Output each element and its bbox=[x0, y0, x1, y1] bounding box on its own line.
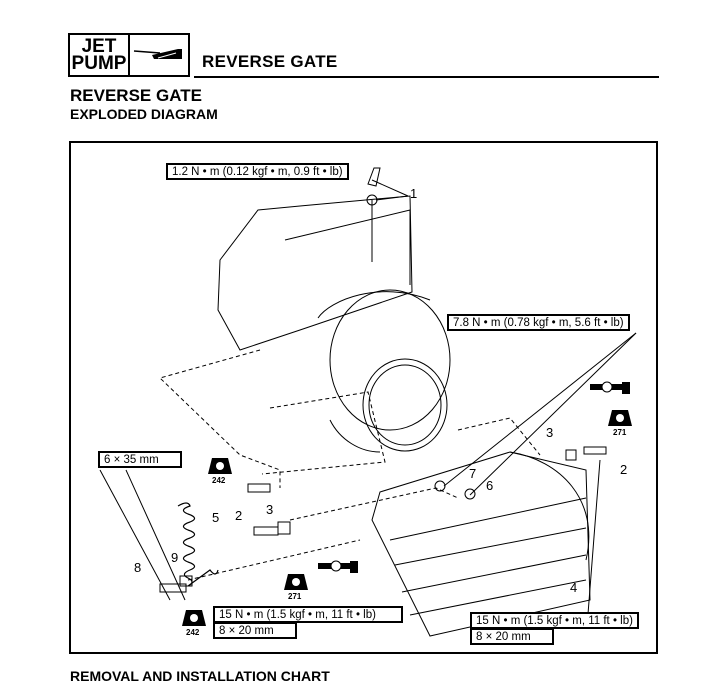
grease-a-icon-right bbox=[590, 381, 630, 394]
callout-3-right: 3 bbox=[546, 425, 554, 440]
header-title: REVERSE GATE bbox=[202, 52, 338, 71]
lt-271-icon-lower bbox=[284, 574, 308, 590]
bolt-size-8x20-right: 8 × 20 mm bbox=[470, 628, 554, 645]
section-title: REVERSE GATE bbox=[70, 86, 202, 105]
jet-pump-logo: JET PUMP bbox=[68, 33, 190, 77]
callout-1: 1 bbox=[410, 186, 418, 201]
callout-2-right: 2 bbox=[620, 462, 628, 477]
callout-2-left: 2 bbox=[235, 508, 243, 523]
lt-242-icon-lower bbox=[182, 610, 206, 626]
jet-pump-icon bbox=[130, 35, 188, 75]
callout-4: 4 bbox=[570, 580, 578, 595]
lt-242-label-upper: 242 bbox=[212, 476, 226, 485]
lt-271-label-lower: 271 bbox=[288, 592, 302, 601]
lt-271-icon-right bbox=[608, 410, 632, 426]
callout-7: 7 bbox=[469, 466, 477, 481]
grease-a-icon-lower bbox=[318, 560, 358, 573]
callout-8: 8 bbox=[134, 560, 142, 575]
leader-line bbox=[371, 179, 409, 197]
bolt-size-8x20-left: 8 × 20 mm bbox=[213, 622, 297, 639]
logo-text: JET PUMP bbox=[70, 35, 130, 75]
lt-242-icon-upper bbox=[208, 458, 232, 474]
leader-line bbox=[469, 332, 637, 496]
section-subtitle: EXPLODED DIAGRAM bbox=[70, 106, 218, 122]
leader-line bbox=[125, 469, 186, 601]
diagram-frame bbox=[69, 141, 658, 654]
lt-242-label-lower: 242 bbox=[186, 628, 200, 637]
callout-5: 5 bbox=[212, 510, 220, 525]
footer-title: REMOVAL AND INSTALLATION CHART bbox=[70, 668, 330, 684]
leader-line bbox=[99, 469, 171, 601]
torque-spec-3-left: 15 N • m (1.5 kgf • m, 11 ft • lb) bbox=[213, 606, 403, 623]
lt-271-label-right: 271 bbox=[613, 428, 627, 437]
callout-9: 9 bbox=[171, 550, 179, 565]
callout-6: 6 bbox=[486, 478, 494, 493]
torque-spec-3-right: 15 N • m (1.5 kgf • m, 11 ft • lb) bbox=[470, 612, 639, 629]
torque-spec-1: 1.2 N • m (0.12 kgf • m, 0.9 ft • lb) bbox=[166, 163, 349, 180]
header-rule bbox=[194, 76, 659, 78]
torque-spec-2: 7.8 N • m (0.78 kgf • m, 5.6 ft • lb) bbox=[447, 314, 630, 331]
bolt-size-6x35: 6 × 35 mm bbox=[98, 451, 182, 468]
callout-3-left: 3 bbox=[266, 502, 274, 517]
leader-line bbox=[443, 332, 637, 487]
